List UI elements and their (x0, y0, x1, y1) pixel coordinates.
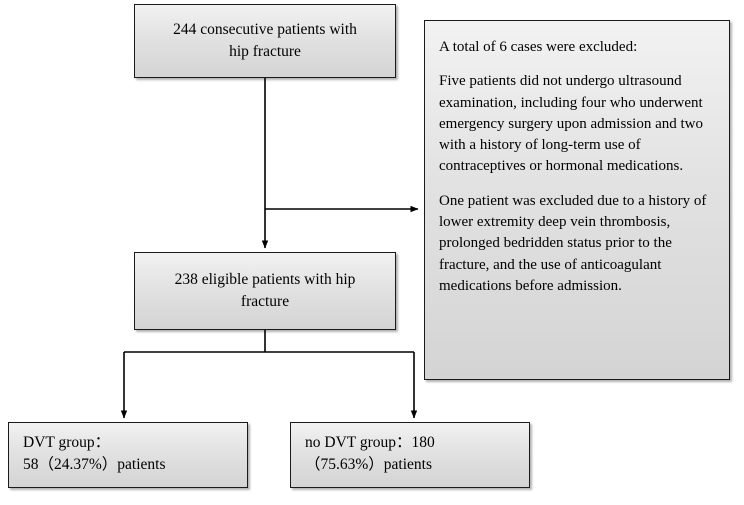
dvt-group-line1: DVT group： (23, 434, 111, 451)
exclusions-heading: A total of 6 cases were excluded: (439, 39, 638, 55)
eligible-patients-box: 238 eligible patients with hip fracture (134, 252, 396, 330)
eligible-patients-line2: fracture (240, 293, 290, 310)
exclusions-paragraph-2: One patient was excluded due to a histor… (439, 192, 707, 294)
enrolled-patients-line1: 244 consecutive patients with (173, 20, 357, 38)
dvt-group-box: DVT group： 58（24.37%）patients (8, 422, 248, 488)
exclusions-paragraph-1: Five patients did not undergo ultrasound… (439, 73, 703, 175)
eligible-patients-line1: 238 eligible patients with hip (174, 270, 356, 288)
no-dvt-group-box: no DVT group：180 （75.63%）patients (290, 422, 530, 488)
no-dvt-group-line2: （75.63%）patients (305, 456, 432, 474)
exclusions-note-box: A total of 6 cases were excluded: Five p… (424, 20, 730, 380)
no-dvt-group-line1: no DVT group：180 (305, 434, 435, 451)
dvt-group-line2: 58（24.37%）patients (23, 456, 166, 474)
enrolled-patients-line2: hip fracture (229, 43, 301, 60)
enrolled-patients-box: 244 consecutive patients with hip fractu… (134, 4, 396, 78)
